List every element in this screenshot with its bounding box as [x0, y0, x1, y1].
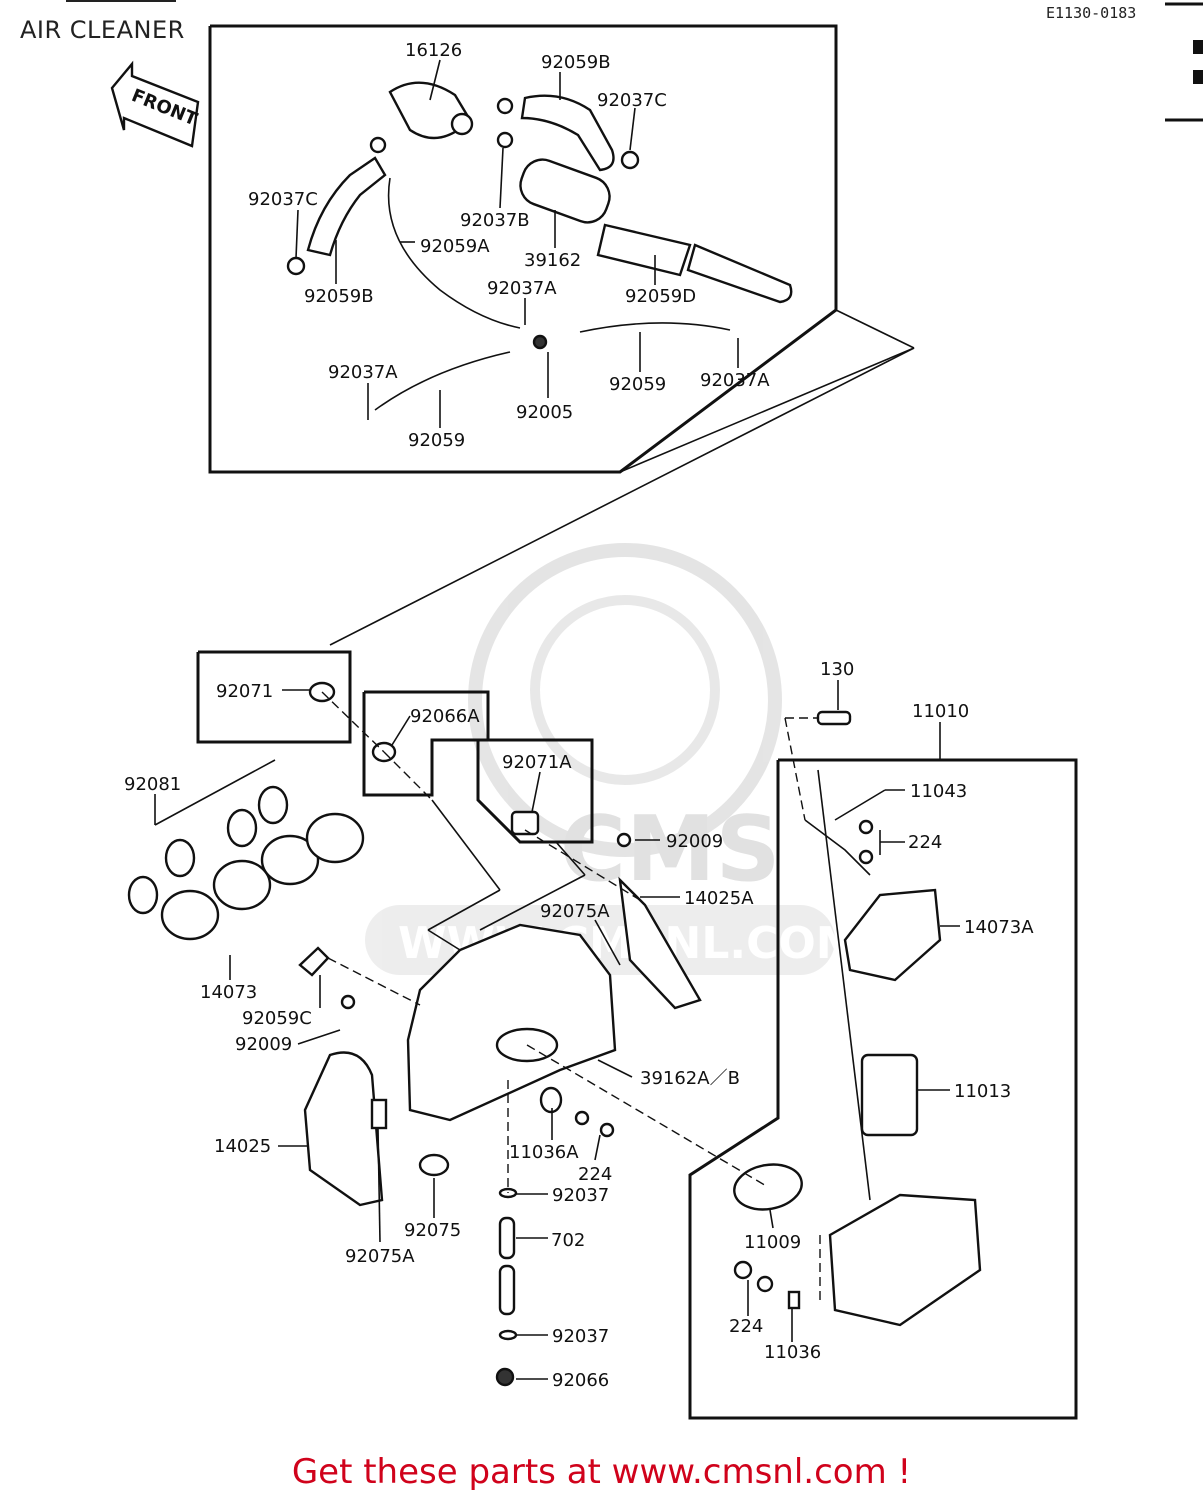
part-number-label: 11010	[912, 701, 969, 722]
part-number-label: 130	[820, 659, 854, 680]
section-title: AIR CLEANER	[20, 16, 185, 44]
part-number-label: 224	[908, 832, 942, 853]
part-number-label: 92075A	[540, 901, 610, 922]
part-number-label: 92059B	[541, 52, 611, 73]
part-number-label: 92071A	[502, 752, 572, 773]
part-number-label: 92059	[408, 430, 465, 451]
part-number-label: 92037C	[597, 90, 667, 111]
part-number-label: 92059	[609, 374, 666, 395]
part-number-label: 92059B	[304, 286, 374, 307]
part-number-label: 92009	[666, 831, 723, 852]
part-number-label: 92037A	[700, 370, 770, 391]
part-number-label: 92059A	[420, 236, 490, 257]
part-number-label: 39162A／B	[640, 1068, 740, 1089]
part-number-label: 224	[729, 1316, 763, 1337]
part-number-label: 702	[551, 1230, 585, 1251]
air-filter-frame	[688, 758, 1078, 1420]
watermark-brand: CMS	[560, 797, 780, 902]
part-number-label: 92037	[552, 1326, 609, 1347]
leader-lines	[154, 59, 960, 1380]
part-number-label: 92037A	[487, 278, 557, 299]
part-number-label: 92059D	[625, 286, 696, 307]
part-number-label: 14073	[200, 982, 257, 1003]
front-arrow-icon: FRONT	[110, 60, 201, 148]
part-number-label: 92037B	[460, 210, 530, 231]
part-number-label: 92081	[124, 774, 181, 795]
part-number-label: 92075A	[345, 1246, 415, 1267]
part-number-label: 11009	[744, 1232, 801, 1253]
frame-92071	[196, 650, 352, 744]
part-number-label: 92037C	[248, 189, 318, 210]
part-number-label: 14025A	[684, 888, 754, 909]
part-labels: 16126 92059B 92037C 92037C 92037B 92059A 39162…	[124, 40, 1034, 1391]
drawing-code: E1130-0183	[1046, 4, 1137, 22]
part-number-label: 92059C	[242, 1008, 312, 1029]
part-number-label: 11036A	[509, 1142, 579, 1163]
frame-92066A	[362, 690, 490, 797]
part-number-label: 11036	[764, 1342, 821, 1363]
part-number-label: 92071	[216, 681, 273, 702]
part-number-label: 92066A	[410, 706, 480, 727]
cms-watermark: CMS WWW.CMSNL.COM	[365, 543, 860, 975]
part-number-label: 92066	[552, 1370, 609, 1391]
hose-parts	[286, 81, 793, 411]
part-number-label: 39162	[524, 250, 581, 271]
part-number-label: 92037A	[328, 362, 398, 383]
part-number-label: 92009	[235, 1034, 292, 1055]
part-number-label: 14025	[214, 1136, 271, 1157]
part-number-label: 92037	[552, 1185, 609, 1206]
connector-lines	[321, 691, 871, 1300]
part-number-label: 11013	[954, 1081, 1011, 1102]
hose-assembly-frame	[208, 24, 838, 474]
part-number-label: 92005	[516, 402, 573, 423]
footer-promo[interactable]: Get these parts at www.cmsnl.com !	[291, 1452, 912, 1492]
part-number-label: 224	[578, 1164, 612, 1185]
exploded-view-drawing: CMS WWW.CMSNL.COM FRONT	[110, 2, 1203, 1420]
part-number-label: 14073A	[964, 917, 1034, 938]
part-number-label: 11043	[910, 781, 967, 802]
part-number-label: 92075	[404, 1220, 461, 1241]
airbox-parts	[127, 681, 982, 1387]
part-number-label: 16126	[405, 40, 462, 61]
title-rule	[66, 0, 176, 2]
